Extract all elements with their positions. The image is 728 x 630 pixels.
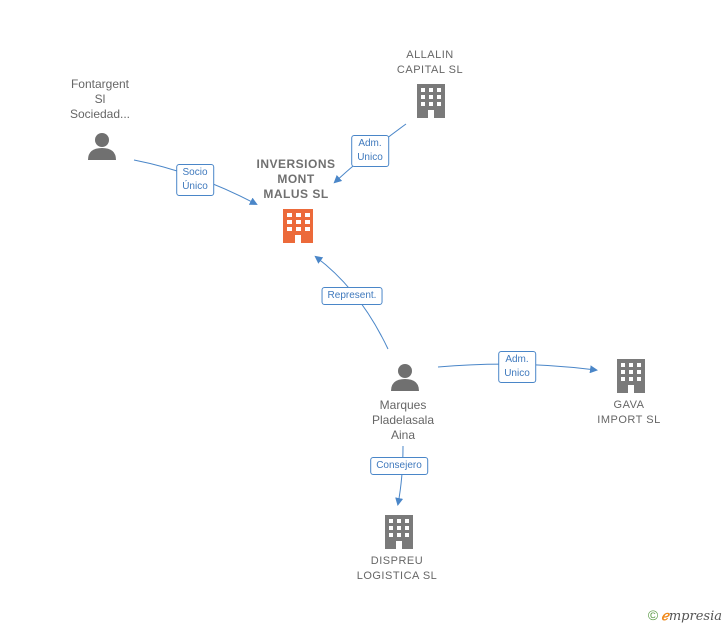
person-icon[interactable] [391,364,419,391]
node-label-allalin[interactable]: ALLALIN CAPITAL SL [396,49,464,76]
copyright-icon: © [647,607,659,623]
building-icon[interactable] [617,359,645,393]
node-label-gava[interactable]: GAVA IMPORT SL [597,399,661,426]
building-icon[interactable] [385,515,413,549]
edge-label-consejero[interactable]: Consejero [370,457,428,475]
node-label-fontargent[interactable]: Fontargent Sl Sociedad... [69,77,131,121]
edge-label-socio-unico[interactable]: Socio Único [176,164,214,196]
edge-label-adm-unico-gava[interactable]: Adm. Unico [498,351,536,383]
person-icon[interactable] [88,133,116,160]
empresia-logo: ©ℯmpresia [648,607,722,624]
brand-name: mpresia [668,609,722,624]
building-icon-highlighted[interactable] [283,209,313,243]
building-icon[interactable] [417,84,445,118]
node-label-dispreu[interactable]: DISPREU LOGISTICA SL [356,555,438,582]
edge-consejero [395,445,404,506]
edge-label-represent[interactable]: Represent. [321,287,383,305]
node-label-inversions[interactable]: INVERSIONS MONT MALUS SL [256,157,336,201]
brand-e-glyph: ℯ [661,609,669,624]
node-label-marques[interactable]: Marques Pladelasala Aina [371,398,435,442]
edge-label-adm-unico-allalin[interactable]: Adm. Unico [351,135,389,167]
